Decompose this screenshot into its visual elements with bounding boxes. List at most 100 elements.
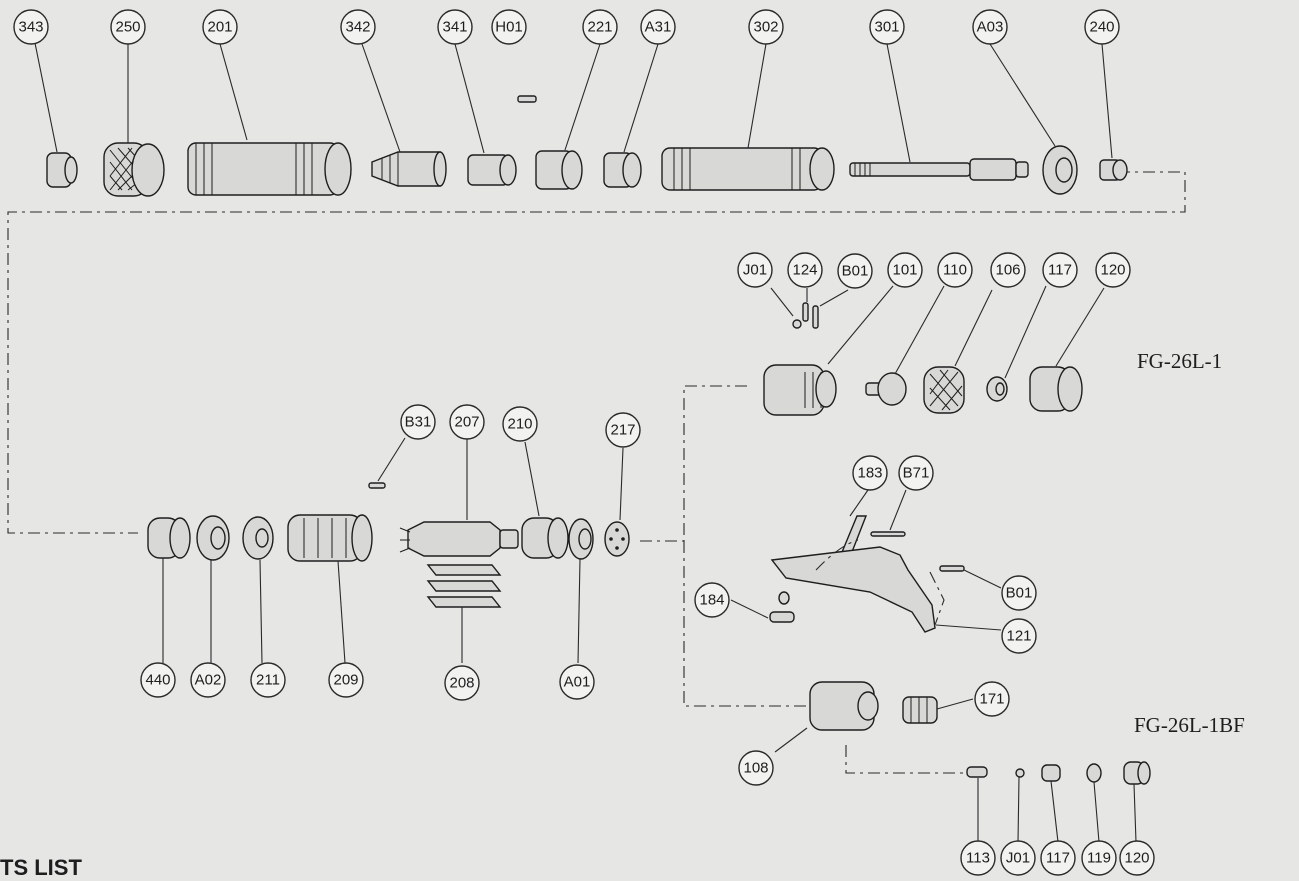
part-J01-ball-upper <box>792 319 802 329</box>
svg-text:A03: A03 <box>977 19 1004 36</box>
svg-text:J01: J01 <box>743 262 767 279</box>
svg-text:120: 120 <box>1100 262 1125 279</box>
callout-184: 184 <box>694 582 730 618</box>
part-211-washer <box>242 516 274 560</box>
part-302-tube <box>661 147 835 191</box>
svg-text:302: 302 <box>753 19 778 36</box>
part-H01-pin <box>517 95 537 103</box>
callout-108: 108 <box>738 750 774 786</box>
part-301-shaft <box>849 158 1029 181</box>
part-208-rotor-blades <box>426 564 502 608</box>
svg-text:110: 110 <box>943 262 967 279</box>
callout-B01-upper: B01 <box>837 253 873 289</box>
callout-171: 171 <box>974 681 1010 717</box>
callout-124: 124 <box>787 252 823 288</box>
svg-text:184: 184 <box>699 592 724 609</box>
callout-211: 211 <box>250 662 286 698</box>
svg-text:120: 120 <box>1124 850 1149 867</box>
svg-text:250: 250 <box>115 19 140 36</box>
callout-240: 240 <box>1084 9 1120 45</box>
svg-text:B31: B31 <box>405 414 432 431</box>
part-B01-pin-lower <box>939 565 965 572</box>
callout-117-upper: 117 <box>1042 252 1078 288</box>
part-124-spring <box>802 302 809 322</box>
svg-text:207: 207 <box>454 414 479 431</box>
svg-text:117: 117 <box>1046 850 1070 867</box>
part-108-housing <box>809 681 879 731</box>
callout-217: 217 <box>605 412 641 448</box>
callout-A01: A01 <box>559 664 595 700</box>
callout-101: 101 <box>887 252 923 288</box>
callout-H01: H01 <box>491 9 527 45</box>
callout-301: 301 <box>869 9 905 45</box>
svg-text:106: 106 <box>995 262 1020 279</box>
svg-text:221: 221 <box>587 19 612 36</box>
callout-A31: A31 <box>640 9 676 45</box>
part-250-knurled-ring <box>103 142 165 197</box>
svg-text:101: 101 <box>892 262 917 279</box>
part-shapes <box>46 95 1151 785</box>
svg-text:201: 201 <box>207 19 232 36</box>
part-120-cap-lower <box>1123 761 1151 785</box>
svg-text:208: 208 <box>449 675 474 692</box>
callout-121: 121 <box>1001 618 1037 654</box>
svg-text:183: 183 <box>857 465 882 482</box>
callout-J01-lower: J01 <box>1000 840 1036 876</box>
callout-119: 119 <box>1081 840 1117 876</box>
callout-341: 341 <box>437 9 473 45</box>
svg-text:440: 440 <box>145 672 170 689</box>
part-119-o-ring <box>1086 763 1102 783</box>
part-A02-ball-bearing <box>196 515 230 561</box>
part-217-plate <box>604 521 630 557</box>
part-101-front-housing <box>763 364 837 416</box>
part-440-sleeve <box>147 517 191 559</box>
part-342-nozzle <box>371 151 447 187</box>
svg-text:B01: B01 <box>1006 585 1033 602</box>
callout-221: 221 <box>582 9 618 45</box>
part-210-bearing <box>521 517 569 559</box>
part-171-fitting <box>902 696 938 724</box>
callout-B31: B31 <box>400 404 436 440</box>
callout-A03: A03 <box>972 9 1008 45</box>
leader-lines <box>34 42 1137 843</box>
part-B71-pin <box>870 531 906 537</box>
assembly-centerlines <box>7 171 1186 774</box>
callout-201: 201 <box>202 9 238 45</box>
svg-text:B01: B01 <box>842 263 869 280</box>
svg-text:124: 124 <box>792 262 817 279</box>
model-label-lower: FG-26L-1BF <box>1134 713 1245 737</box>
callout-A02: A02 <box>190 662 226 698</box>
part-209-cylinder <box>287 514 373 562</box>
part-121-lever <box>770 546 936 633</box>
part-201-housing <box>187 142 352 196</box>
svg-text:210: 210 <box>507 416 532 433</box>
svg-text:211: 211 <box>256 672 280 689</box>
part-343-nut <box>46 152 78 188</box>
svg-text:343: 343 <box>18 19 43 36</box>
part-120-cap-upper <box>1029 366 1083 412</box>
svg-text:341: 341 <box>442 19 467 36</box>
svg-text:108: 108 <box>743 760 768 777</box>
svg-text:A01: A01 <box>564 674 591 691</box>
callout-110: 110 <box>937 252 973 288</box>
callout-250: 250 <box>110 9 146 45</box>
callouts: 343 250 201 342 341 H01 221 A31 302 301 … <box>13 9 1155 876</box>
callout-120-upper: 120 <box>1095 252 1131 288</box>
section-title: TS LIST <box>0 855 82 880</box>
callout-183: 183 <box>852 455 888 491</box>
callout-208: 208 <box>444 665 480 701</box>
svg-text:B71: B71 <box>903 465 930 482</box>
part-184-spring <box>769 591 795 623</box>
callout-440: 440 <box>140 662 176 698</box>
svg-text:209: 209 <box>333 672 358 689</box>
part-110-valve-stem <box>865 372 907 406</box>
callout-342: 342 <box>340 9 376 45</box>
callout-210: 210 <box>502 406 538 442</box>
callout-B01-lower: B01 <box>1001 575 1037 611</box>
model-label-upper: FG-26L-1 <box>1137 349 1223 373</box>
svg-text:H01: H01 <box>495 19 523 36</box>
callout-343: 343 <box>13 9 49 45</box>
svg-text:342: 342 <box>345 19 370 36</box>
